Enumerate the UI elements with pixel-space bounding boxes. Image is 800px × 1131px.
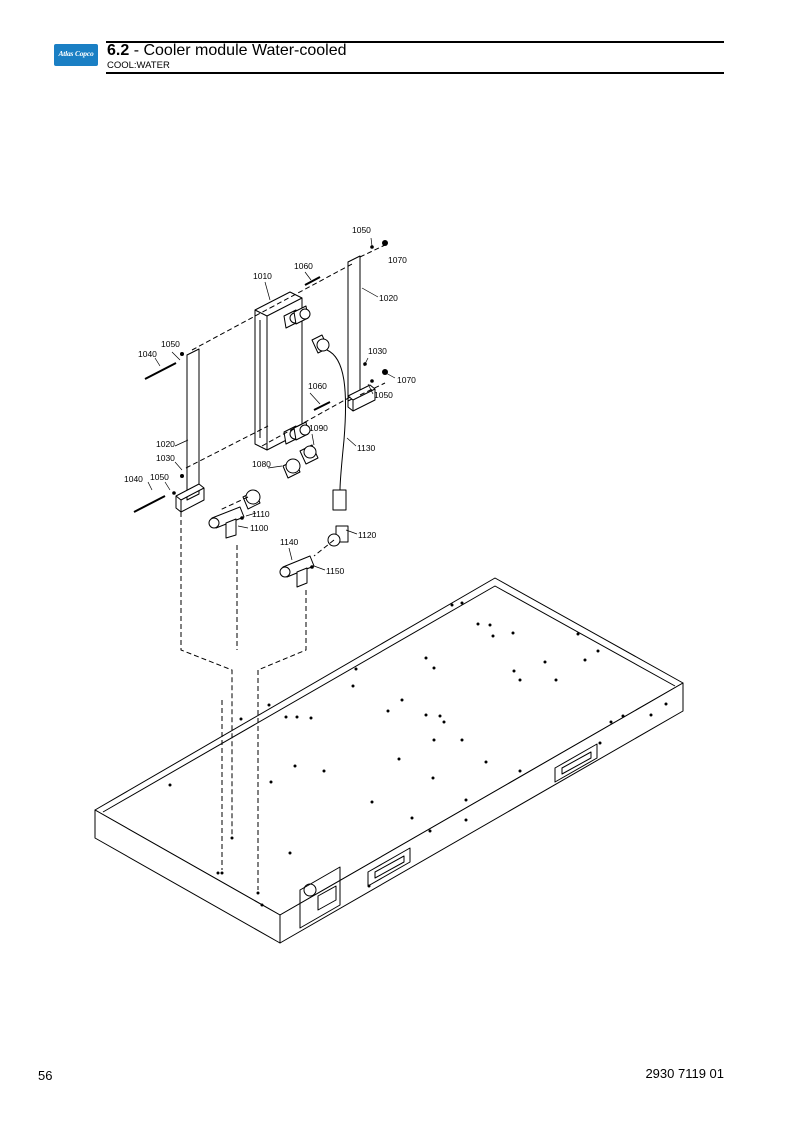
callout-1050: 1050 bbox=[150, 472, 169, 482]
section-number: 6.2 bbox=[107, 42, 130, 59]
bolts bbox=[133, 276, 331, 513]
section-title-text: - Cooler module Water-cooled bbox=[129, 42, 347, 59]
assembly-lines bbox=[180, 244, 386, 890]
callout-1120: 1120 bbox=[358, 530, 377, 540]
brand-logo: Atlas Copco bbox=[54, 44, 98, 66]
right-bracket bbox=[347, 255, 376, 412]
page-number: 56 bbox=[38, 1068, 53, 1083]
callout-1030: 1030 bbox=[368, 346, 387, 356]
callout-1060: 1060 bbox=[294, 261, 313, 271]
callout-1020: 1020 bbox=[156, 439, 175, 449]
page-title: 6.2 - Cooler module Water-cooled bbox=[107, 43, 347, 59]
callout-1100: 1100 bbox=[250, 523, 269, 533]
callout-1080: 1080 bbox=[252, 459, 271, 469]
callout-1050: 1050 bbox=[374, 390, 393, 400]
leader-lines bbox=[147, 237, 396, 571]
base-frame bbox=[94, 577, 684, 944]
callout-1140: 1140 bbox=[280, 537, 299, 547]
callout-1040: 1040 bbox=[138, 349, 157, 359]
callout-1090: 1090 bbox=[309, 423, 328, 433]
brand-logo-text: Atlas Copco bbox=[58, 49, 94, 58]
hardware-dots bbox=[168, 240, 668, 907]
header-rule-top bbox=[106, 41, 724, 43]
heat-exchanger bbox=[254, 291, 311, 451]
callout-1060: 1060 bbox=[308, 381, 327, 391]
fittings bbox=[208, 334, 349, 588]
callout-1110: 1110 bbox=[252, 509, 270, 519]
callout-1030: 1030 bbox=[156, 453, 175, 463]
left-bracket bbox=[175, 348, 205, 513]
header-rule-bottom bbox=[106, 72, 724, 74]
callout-1050: 1050 bbox=[161, 339, 180, 349]
hose bbox=[326, 349, 347, 491]
callouts: 1050 1070 1060 1010 1020 1050 1040 1030 … bbox=[124, 225, 416, 576]
callout-1040: 1040 bbox=[124, 474, 143, 484]
callout-1020: 1020 bbox=[379, 293, 398, 303]
callout-1070: 1070 bbox=[397, 375, 416, 385]
document-number: 2930 7119 01 bbox=[645, 1066, 724, 1081]
callout-1050: 1050 bbox=[352, 225, 371, 235]
callout-1010: 1010 bbox=[253, 271, 272, 281]
section-code: COOL:WATER bbox=[107, 60, 170, 71]
callout-1150: 1150 bbox=[326, 566, 345, 576]
callout-1130: 1130 bbox=[357, 443, 376, 453]
callout-1070: 1070 bbox=[388, 255, 407, 265]
